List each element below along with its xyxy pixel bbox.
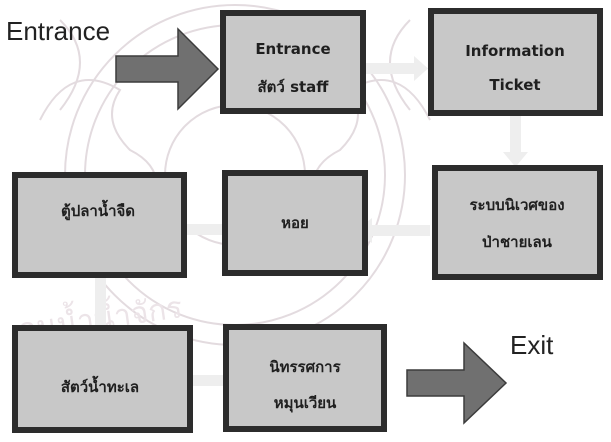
- information-ticket-box: Information Ticket: [428, 8, 603, 116]
- marine-animals-box: สัตว์น้ำทะเล: [12, 325, 193, 433]
- box-line: Information: [465, 42, 565, 60]
- entrance-box: Entrance สัตว์ staff: [220, 10, 366, 114]
- connector-arrow: [503, 112, 528, 167]
- shell-box: หอย: [222, 170, 368, 276]
- rotating-exhibit-box: นิทรรศการ หมุนเวียน: [223, 324, 387, 432]
- box-line: หอย: [281, 214, 309, 232]
- connector-arrow: [362, 56, 428, 81]
- box-line: สัตว์น้ำทะเล: [61, 375, 139, 396]
- box-line: ตู้ปลาน้ำจืด: [61, 199, 135, 221]
- freshwater-tank-box: ตู้ปลาน้ำจืด: [12, 172, 187, 278]
- exit-arrow: [406, 341, 508, 425]
- box-line: หมุนเวียน: [274, 394, 337, 413]
- box-line: Ticket: [489, 76, 540, 94]
- box-line: ป่าชายเลน: [482, 233, 553, 251]
- ecosystem-box: ระบบนิเวศของ ป่าชายเลน: [432, 165, 603, 280]
- entrance-label: Entrance: [6, 16, 110, 46]
- box-line: ระบบนิเวศของ: [469, 196, 564, 214]
- exit-label: Exit: [510, 330, 554, 360]
- box-line: สัตว์ staff: [258, 78, 330, 96]
- box-line: นิทรรศการ: [269, 358, 341, 376]
- entrance-arrow: [115, 27, 220, 111]
- box-line: Entrance: [255, 40, 330, 58]
